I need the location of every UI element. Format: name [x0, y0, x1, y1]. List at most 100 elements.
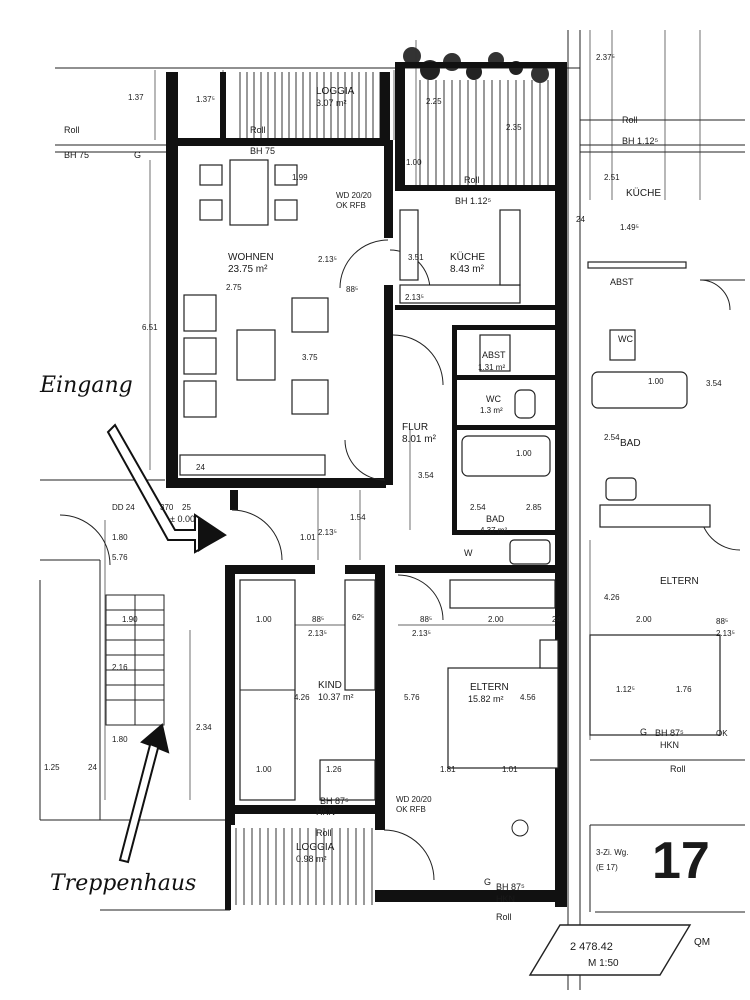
dim-137b: 1.37⁵ [196, 95, 215, 104]
furniture-kind [239, 579, 376, 801]
dim-2135-5: 2.13⁵ [412, 629, 431, 638]
roll-label-1: Roll [64, 125, 80, 135]
staircase-arrow [118, 723, 170, 864]
dim-651: 6.51 [142, 323, 158, 332]
title-ref: (E 17) [596, 863, 618, 872]
dim-24-2: 24 [88, 763, 97, 772]
g-label-2: G [484, 877, 491, 887]
eingang-label: Eingang [39, 373, 133, 398]
room-loggia-top-name: LOGGIA [316, 86, 355, 97]
dim-100-1: 1.00 [406, 158, 422, 167]
dim-24-3: 24 [552, 615, 561, 624]
dim-354: 3.54 [418, 471, 434, 480]
wd-label-2b: OK RFB [396, 805, 426, 814]
w-label: W [464, 548, 473, 558]
bh112-label-1: BH 1.12⁵ [455, 196, 492, 206]
dim-576-2: 5.76 [404, 693, 420, 702]
entrance-arrow [106, 423, 227, 554]
roll-label-6: Roll [496, 912, 512, 922]
dim-100-3: 1.00 [256, 765, 272, 774]
loggia-top-hatching [239, 72, 549, 190]
dim-254-right: 2.54 [604, 433, 620, 442]
roll-label-4: Roll [622, 115, 638, 125]
furniture-kueche [399, 209, 521, 304]
dim-1125: 1.12⁵ [616, 685, 635, 694]
title-unit: QM [694, 937, 710, 948]
level-label: ± 0.00 [170, 514, 195, 524]
bh87-label-1: BH 87⁵ [320, 796, 349, 806]
room-loggia-bottom-area: 0.98 m² [296, 854, 327, 864]
dim-1495: 1.49⁵ [620, 223, 639, 232]
treppenhaus-label: Treppenhaus [50, 871, 196, 896]
dim-2135-3: 2.13⁵ [318, 528, 337, 537]
dim-125: 1.25 [44, 763, 60, 772]
room-wc-name: WC [486, 394, 501, 404]
title-apartment: 3-Zi. Wg. [596, 848, 628, 857]
title-block [528, 824, 745, 976]
roll-label-3: Roll [464, 175, 480, 185]
roll-label-2: Roll [250, 125, 266, 135]
dim-885-1: 88⁵ [346, 285, 358, 294]
room-loggia-top-area: 3.07 m² [316, 98, 347, 108]
dim-180-2: 1.80 [112, 735, 128, 744]
dim-2375: 2.37⁵ [596, 53, 615, 62]
dim-354-right: 3.54 [706, 379, 722, 388]
dim-25: 25 [182, 503, 191, 512]
dim-2135-6: 2.13⁵ [716, 629, 735, 638]
dim-234: 2.34 [196, 723, 212, 732]
title-scale: M 1:50 [588, 958, 619, 969]
hkn-label-3: HKN [660, 740, 679, 750]
room-bad-area: 4.37 m² [480, 526, 507, 535]
room-eltern-name: ELTERN [470, 682, 509, 693]
bh75-label-2: BH 75 [250, 146, 275, 156]
dim-137: 1.37 [128, 93, 144, 102]
g-label-1: G [134, 150, 141, 160]
bh87-label-2: BH 87⁵ [496, 882, 525, 892]
dim-285: 2.85 [526, 503, 542, 512]
dim-24-1: 24 [196, 463, 205, 472]
ok-label: OK [716, 729, 728, 738]
dim-176: 1.76 [676, 685, 692, 694]
bh75-label-1: BH 75 [64, 150, 89, 160]
dd-label: DD 24 [112, 503, 135, 512]
dim-126: 1.26 [326, 765, 342, 774]
furniture-eltern [447, 579, 559, 837]
dim-426-right: 4.26 [604, 593, 620, 602]
wd-label-2a: WD 20/20 [396, 795, 432, 804]
title-number: 17 [652, 832, 710, 890]
room-loggia-bottom-name: LOGGIA [296, 842, 335, 853]
dim-254: 2.54 [470, 503, 486, 512]
dim-101-b: 1.01 [300, 533, 316, 542]
dim-154: 1.54 [350, 513, 366, 522]
bh112-label-2: BH 1.12⁵ [622, 136, 659, 146]
dim-100-4: 1.00 [516, 449, 532, 458]
wd-label-1a: WD 20/20 [336, 191, 372, 200]
dim-625: 62⁵ [352, 613, 364, 622]
dim-885-2: 88⁵ [312, 615, 324, 624]
room-eltern-area: 15.82 m² [468, 694, 504, 704]
dim-2135-1: 2.13⁵ [318, 255, 337, 264]
hkn-label-2: HKN [496, 894, 515, 904]
dim-370: 370 [160, 503, 174, 512]
dim-2135-4: 2.13⁵ [308, 629, 327, 638]
room-bad-name: BAD [486, 514, 505, 524]
dim-190: 1.90 [122, 615, 138, 624]
context-lines [39, 30, 745, 990]
room-kueche-area: 8.43 m² [450, 264, 485, 275]
dim-199: 1.99 [292, 173, 308, 182]
room-flur-name: FLUR [402, 422, 428, 433]
dim-200: 2.00 [488, 615, 504, 624]
dim-225: 2.25 [426, 97, 442, 106]
dim-576-1: 5.76 [112, 553, 128, 562]
dim-101: 1.01 [502, 765, 518, 774]
room-flur-area: 8.01 m² [402, 434, 437, 445]
dim-181: 1.81 [440, 765, 456, 774]
dim-456: 4.56 [520, 693, 536, 702]
furniture-bad [461, 334, 551, 565]
room-wohnen-name: WOHNEN [228, 252, 274, 263]
room-eltern-right-name: ELTERN [660, 576, 699, 587]
walls [166, 62, 567, 910]
loggia-bottom-hatching [235, 828, 373, 905]
